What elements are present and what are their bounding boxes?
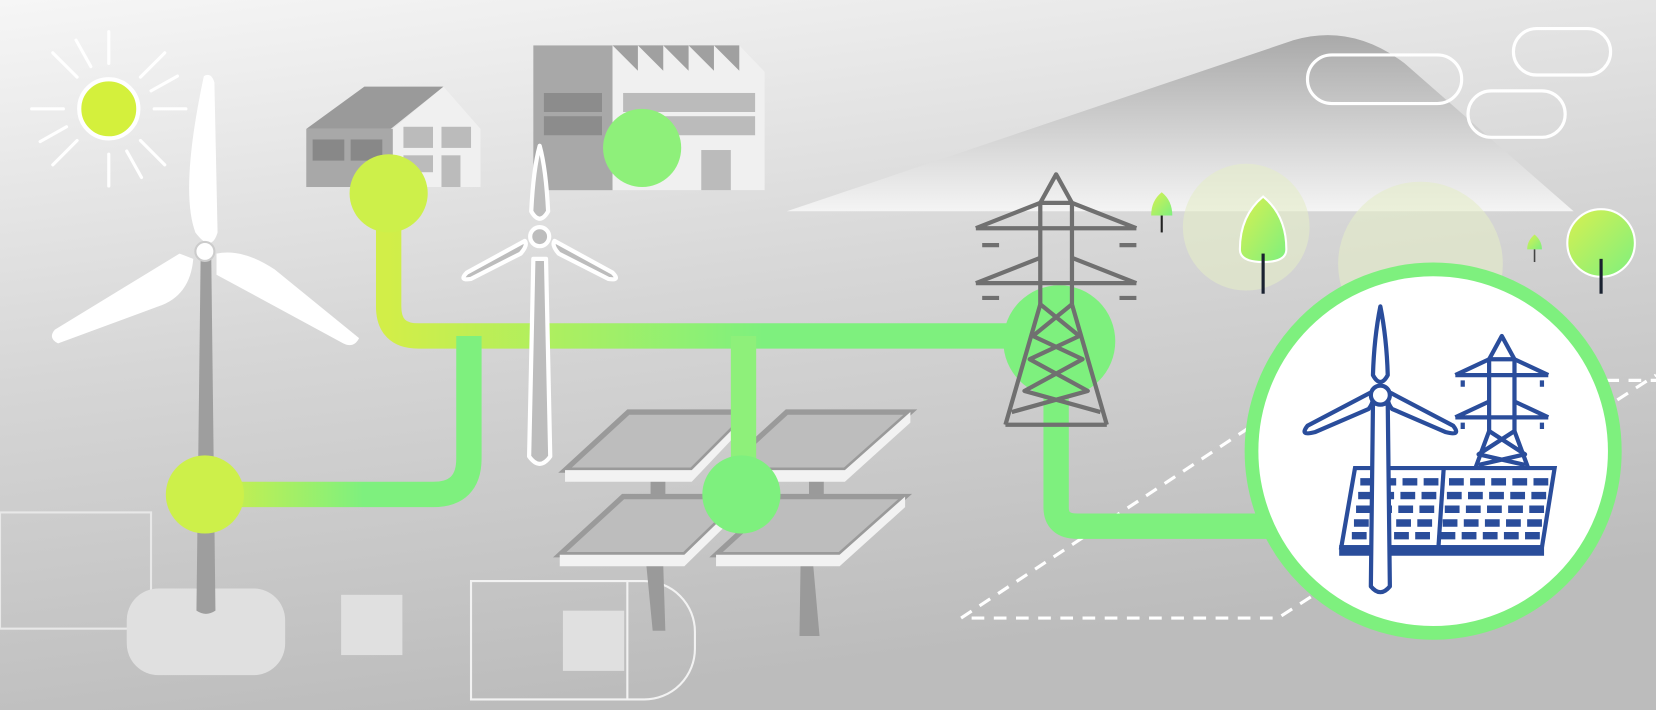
transmission-tower <box>975 172 1138 427</box>
factory <box>533 45 765 191</box>
sun-icon <box>30 30 188 188</box>
node-factory <box>603 108 682 188</box>
mountain <box>786 35 1574 212</box>
wind-turbine-large <box>51 74 360 614</box>
tree <box>1151 192 1173 216</box>
wind-turbine-icon <box>1302 304 1459 595</box>
renewable-energy-badge <box>1244 262 1622 640</box>
solar-panels <box>552 409 918 637</box>
trees <box>1151 192 1636 294</box>
tower-icon <box>1454 333 1550 469</box>
cloud <box>1466 89 1567 139</box>
cloud <box>1305 53 1464 106</box>
cloud <box>1511 26 1613 77</box>
wind-turbine-small <box>461 143 618 466</box>
node-tower <box>1003 285 1116 398</box>
clouds <box>1305 26 1613 139</box>
energy-pipes <box>204 147 1268 539</box>
house <box>306 86 481 188</box>
node-turbine <box>165 455 244 534</box>
ground-shapes <box>0 511 696 701</box>
node-solar <box>702 455 781 534</box>
tree <box>1527 234 1542 250</box>
node-house <box>349 154 428 233</box>
